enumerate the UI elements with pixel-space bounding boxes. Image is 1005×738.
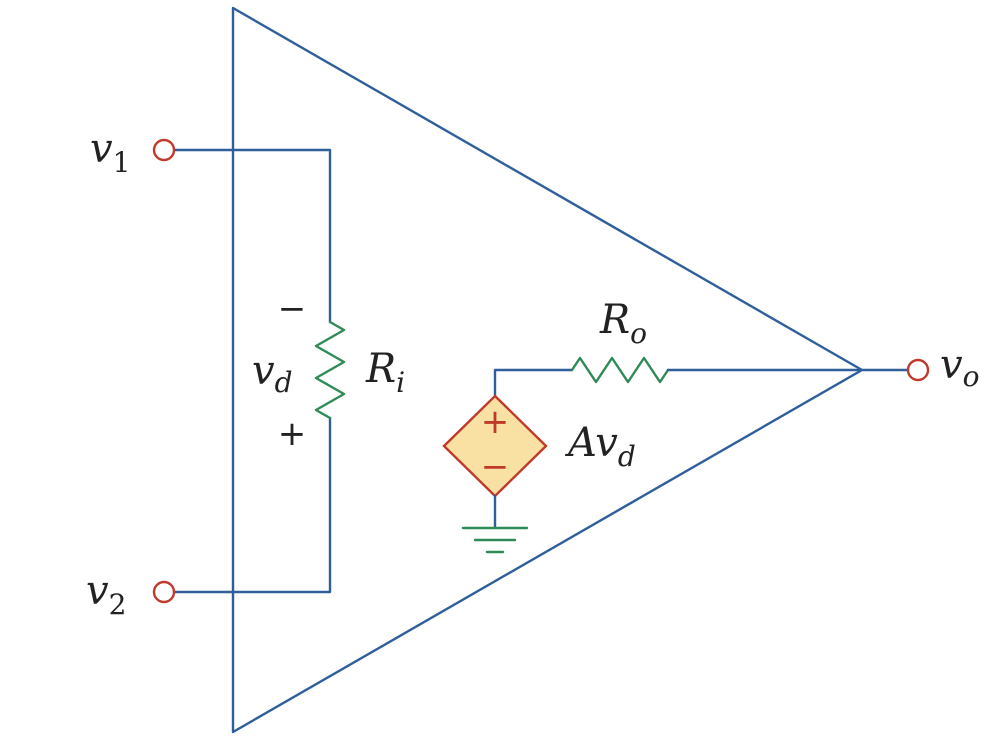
label-v2: v2: [86, 568, 126, 621]
vd-plus-sign: +: [278, 414, 307, 454]
label-vd: vd: [252, 348, 293, 399]
terminal-v1: [152, 138, 176, 162]
wire-v1-to-ri: [173, 148, 332, 324]
ground-icon: [461, 526, 529, 554]
resistor-ri: [314, 320, 346, 420]
wire-source-to-ro: [493, 368, 574, 398]
label-vo: vo: [940, 342, 979, 393]
label-ro: Ro: [599, 297, 647, 350]
label-gain: Avd: [564, 420, 636, 473]
wire-v2-to-ri: [173, 416, 332, 594]
vd-minus-sign: −: [278, 289, 307, 329]
source-plus-sign: +: [481, 402, 510, 442]
terminal-vo: [906, 358, 930, 382]
label-v1: v1: [90, 126, 130, 179]
label-ri: Ri: [365, 346, 405, 399]
resistor-ro: [570, 356, 670, 384]
terminal-v2: [152, 580, 176, 604]
source-minus-sign: −: [481, 447, 510, 487]
op-amp-triangle: [231, 6, 864, 734]
